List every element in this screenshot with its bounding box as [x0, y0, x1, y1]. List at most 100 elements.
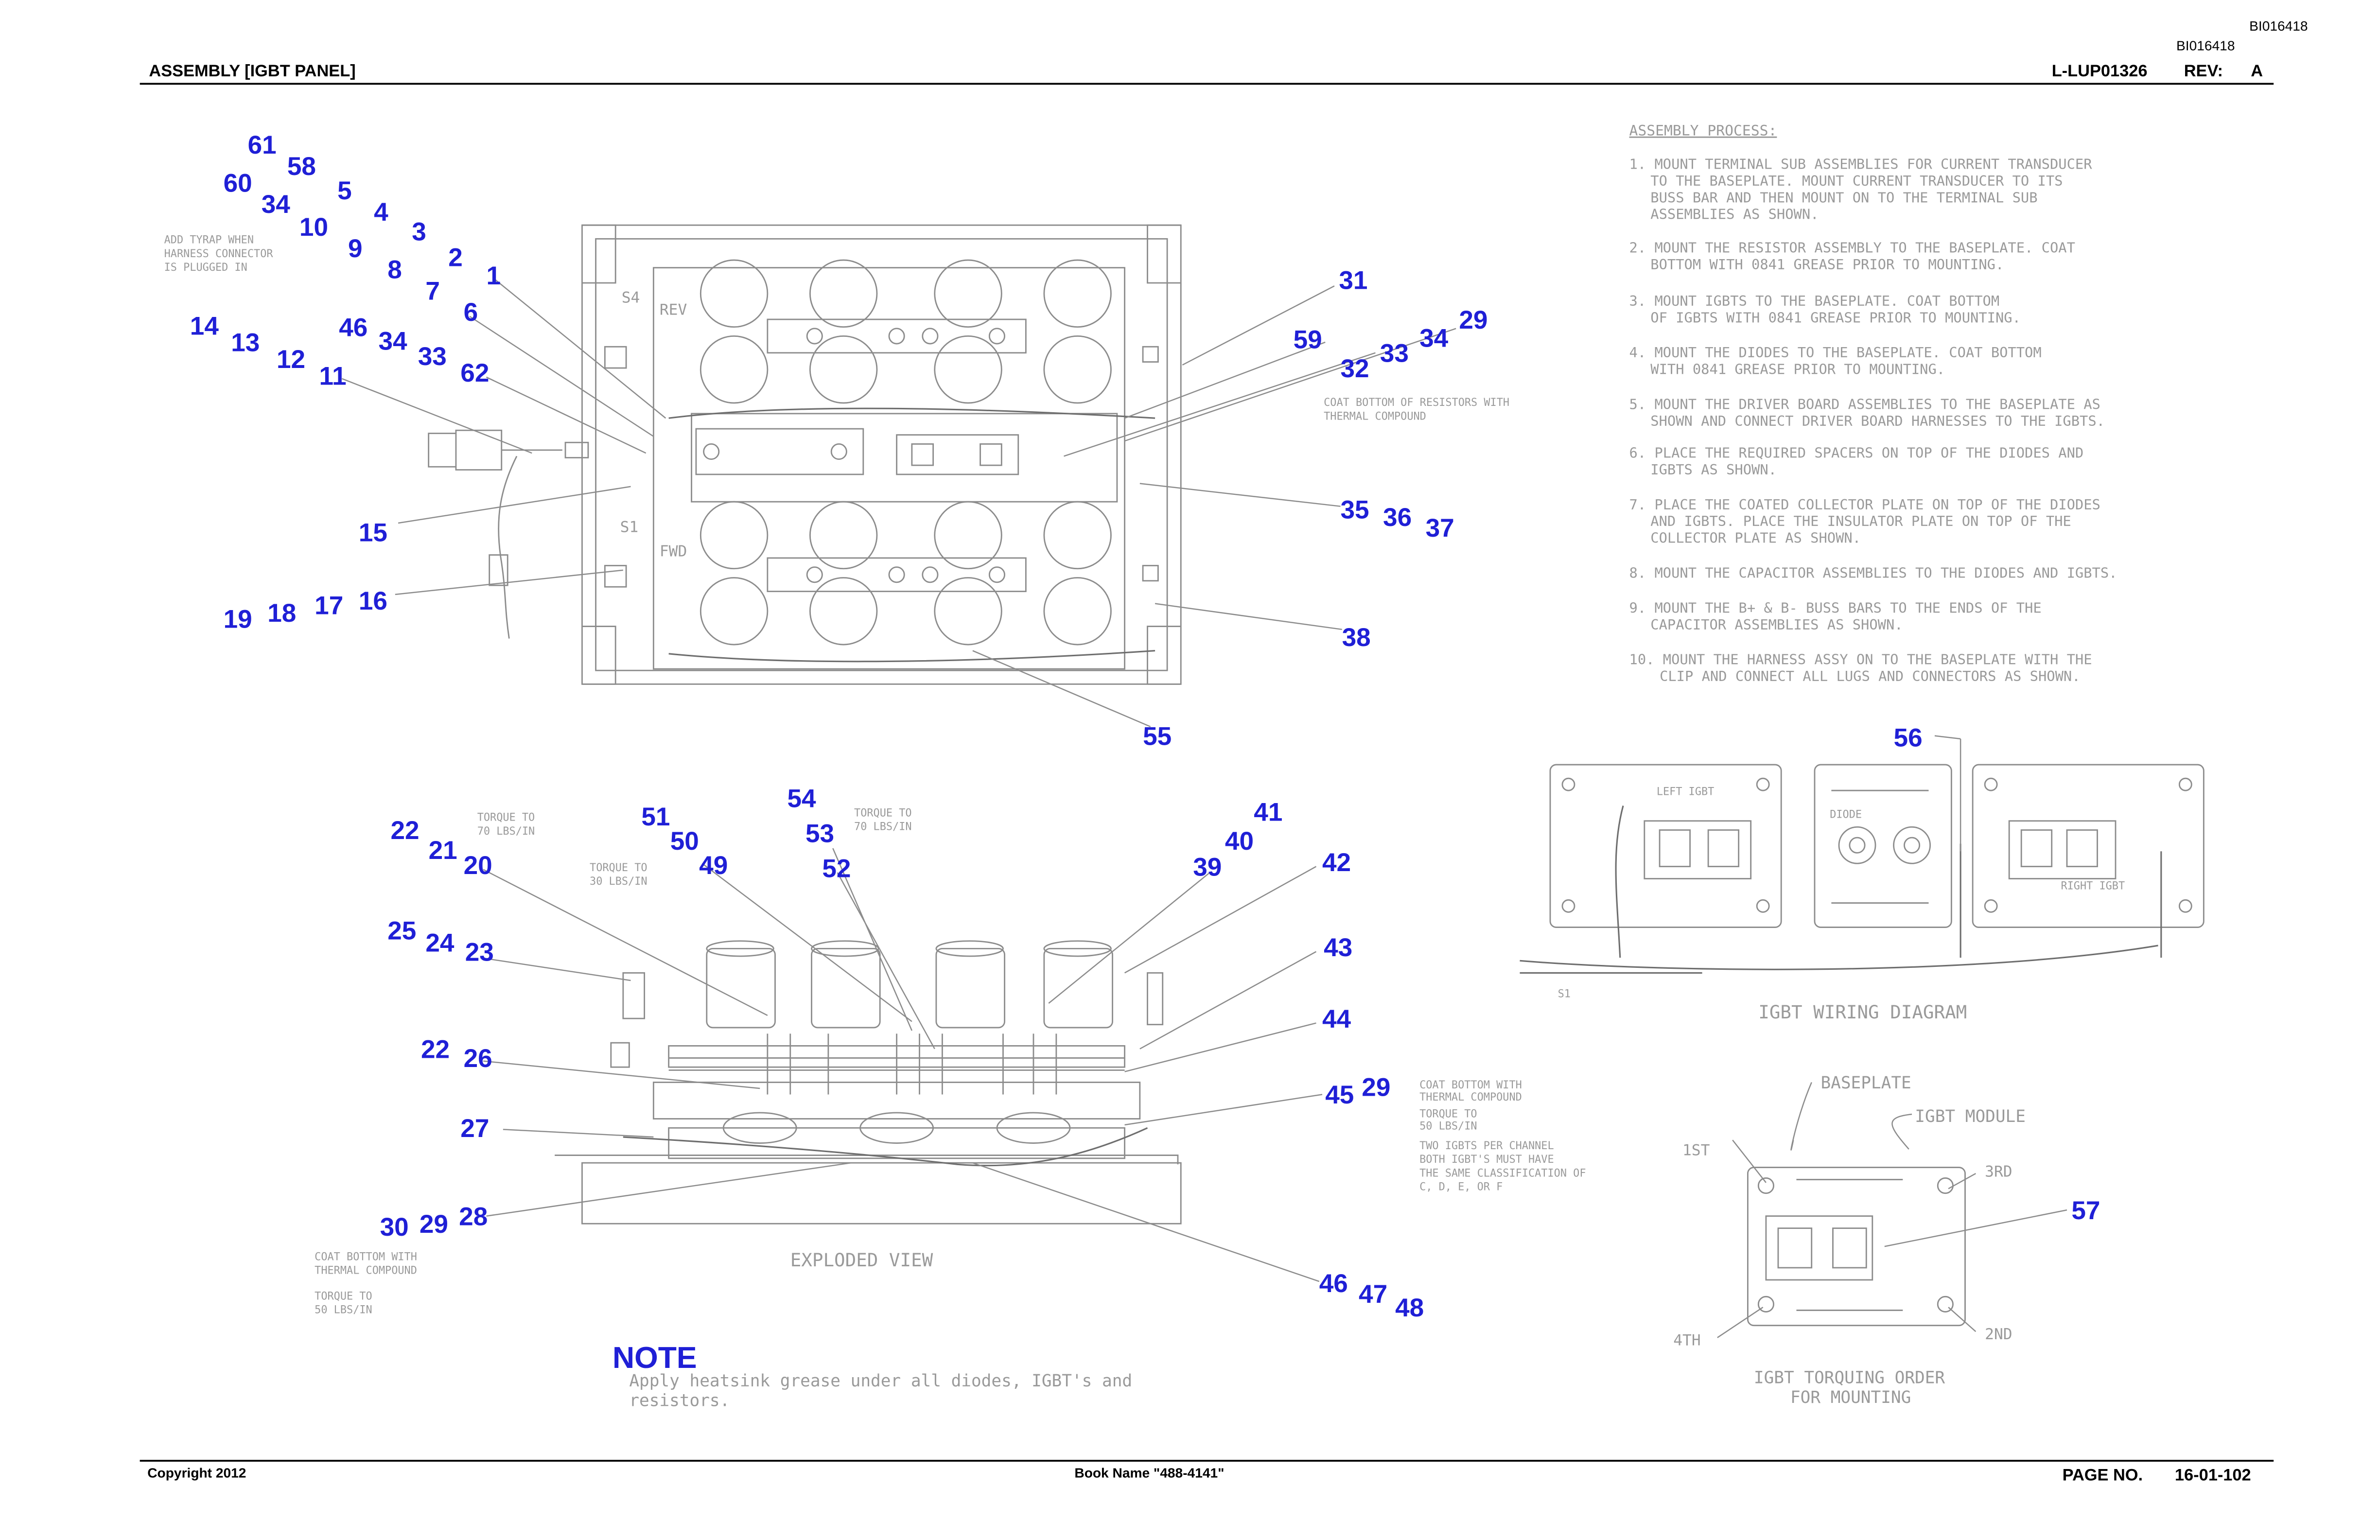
mark-diode: DIODE: [1830, 808, 1862, 821]
bottom-note-2: THERMAL COMPOUND: [315, 1264, 417, 1277]
mark-fwd: FWD: [660, 543, 687, 560]
step-5-line-2: SHOWN AND CONNECT DRIVER BOARD HARNESSES…: [1650, 413, 2105, 429]
callout-46: 46: [339, 313, 368, 342]
callout-15: 15: [359, 518, 387, 547]
igbt-module-label: IGBT MODULE: [1915, 1107, 2026, 1126]
igbt-note-3: TORQUE TO: [1419, 1108, 1477, 1120]
callout-31: 31: [1339, 266, 1367, 295]
callout-12: 12: [277, 345, 305, 374]
step-3-line-2: OF IGBTS WITH 0841 GREASE PRIOR TO MOUNT…: [1650, 309, 2021, 326]
igbt-wiring-diagram: LEFT IGBT DIODE RIGHT IGBT S1 IGBT WIRIN…: [1520, 764, 2205, 1023]
doc-id-top: BI016418: [2249, 18, 2308, 34]
callout-33: 33: [418, 342, 447, 371]
callout-8: 8: [387, 256, 402, 284]
callout-34c: 34: [1419, 324, 1449, 352]
callout-3: 3: [412, 217, 426, 246]
callout-20: 20: [464, 851, 492, 880]
callout-44: 44: [1322, 1005, 1351, 1033]
callout-numbers-top: 61 58 60 34 5 4 10 3 9 2 8 7 1 6 14 13 4…: [190, 131, 1488, 751]
callout-40: 40: [1225, 827, 1254, 856]
mark-left-igbt: LEFT IGBT: [1657, 786, 1715, 798]
callout-7: 7: [425, 277, 440, 305]
bottom-note-3: TORQUE TO: [315, 1291, 372, 1303]
resistor-note-1: COAT BOTTOM OF RESISTORS WITH: [1324, 397, 1509, 409]
callout-10: 10: [299, 213, 328, 242]
callout-51: 51: [641, 803, 670, 831]
callout-59: 59: [1294, 325, 1322, 354]
igbt-note-4: 50 LBS/IN: [1419, 1120, 1477, 1132]
callout-23: 23: [465, 938, 494, 966]
wiring-diagram-label: IGBT WIRING DIAGRAM: [1758, 1001, 1967, 1023]
step-10-line-1: 10. MOUNT THE HARNESS ASSY ON TO THE BAS…: [1629, 651, 2092, 668]
exploded-view: EXPLODED VIEW: [555, 940, 1182, 1271]
callout-18: 18: [267, 599, 296, 628]
step-6-line-2: IGBTS AS SHOWN.: [1650, 461, 1777, 478]
mark-wiring-s1: S1: [1558, 988, 1571, 1000]
mark-s4: S4: [622, 289, 640, 307]
callout-61: 61: [248, 131, 277, 159]
callout-45: 45: [1325, 1081, 1354, 1109]
harness-note-2: HARNESS CONNECTOR: [164, 248, 274, 260]
callout-53: 53: [805, 820, 834, 848]
book-name: Book Name "488-4141": [1074, 1465, 1224, 1480]
order-4th: 4TH: [1673, 1331, 1700, 1349]
callout-19: 19: [224, 605, 252, 634]
torque-a-2: 70 LBS/IN: [477, 825, 535, 838]
callout-48: 48: [1395, 1294, 1424, 1322]
step-4-line-1: 4. MOUNT THE DIODES TO THE BASEPLATE. CO…: [1629, 344, 2042, 361]
note-title: NOTE: [612, 1341, 697, 1375]
torque-c-1: TORQUE TO: [854, 807, 912, 819]
callout-numbers-exploded: 22 21 20 51 50 49 54 53 52 41 40 39 42 2…: [380, 724, 2100, 1322]
step-9-line-1: 9. MOUNT THE B+ & B- BUSS BARS TO THE EN…: [1629, 599, 2042, 616]
callout-37: 37: [1426, 514, 1454, 542]
callout-25: 25: [387, 917, 416, 945]
mark-right-igbt: RIGHT IGBT: [2061, 880, 2125, 892]
top-view-panel: S4 REV S1 FWD: [428, 224, 1182, 685]
callout-41: 41: [1254, 798, 1282, 827]
torque-a-1: TORQUE TO: [477, 812, 535, 824]
leader-lines: [341, 279, 2067, 1282]
igbt-torquing-order: BASEPLATE IGBT MODULE 1ST 3RD 4TH 2ND IG…: [1673, 1073, 2026, 1407]
callout-32: 32: [1341, 354, 1369, 383]
order-3rd: 3RD: [1985, 1163, 2012, 1180]
callout-22b: 22: [421, 1035, 450, 1064]
callout-33b: 33: [1380, 339, 1409, 368]
step-7-line-2: AND IGBTS. PLACE THE INSULATOR PLATE ON …: [1650, 513, 2071, 529]
page-title: ASSEMBLY [IGBT PANEL]: [149, 62, 355, 80]
callout-14: 14: [190, 312, 219, 340]
callout-54: 54: [787, 785, 816, 813]
callout-55: 55: [1143, 722, 1172, 751]
step-1-line-3: BUSS BAR AND THEN MOUNT ON TO THE TERMIN…: [1650, 189, 2037, 206]
mark-s1: S1: [620, 519, 639, 536]
callout-9: 9: [348, 234, 363, 263]
callout-29b: 29: [1362, 1073, 1390, 1102]
torque-b-1: TORQUE TO: [590, 862, 648, 874]
callout-50: 50: [670, 827, 699, 856]
callout-46b: 46: [1319, 1269, 1348, 1298]
callout-22: 22: [390, 816, 419, 845]
doc-id-top-2: BI016418: [2176, 38, 2235, 53]
step-10-line-2: CLIP AND CONNECT ALL LUGS AND CONNECTORS…: [1660, 668, 2080, 684]
callout-49: 49: [699, 851, 728, 880]
callout-5: 5: [337, 176, 352, 205]
callout-62: 62: [460, 359, 489, 387]
callout-27: 27: [460, 1114, 489, 1143]
revision-value: A: [2251, 62, 2263, 80]
callout-24: 24: [425, 929, 455, 958]
callout-11: 11: [319, 362, 347, 390]
callout-38: 38: [1342, 623, 1371, 652]
assembly-process-heading: ASSEMBLY PROCESS:: [1629, 122, 1777, 140]
callout-30: 30: [380, 1213, 409, 1242]
step-3-line-1: 3. MOUNT IGBTS TO THE BASEPLATE. COAT BO…: [1629, 293, 2000, 309]
igbt-note-5: TWO IGBTS PER CHANNEL: [1419, 1140, 1554, 1152]
callout-42: 42: [1322, 848, 1351, 877]
bottom-note-4: 50 LBS/IN: [315, 1304, 372, 1316]
callout-47: 47: [1359, 1280, 1387, 1309]
torque-c-2: 70 LBS/IN: [854, 821, 912, 833]
page-number-label: PAGE NO.: [2063, 1466, 2143, 1485]
harness-note-1: ADD TYRAP WHEN: [164, 234, 254, 246]
igbt-note-1: COAT BOTTOM WITH: [1419, 1079, 1522, 1091]
note-body-1: Apply heatsink grease under all diodes, …: [629, 1371, 1132, 1391]
callout-39: 39: [1193, 853, 1222, 881]
